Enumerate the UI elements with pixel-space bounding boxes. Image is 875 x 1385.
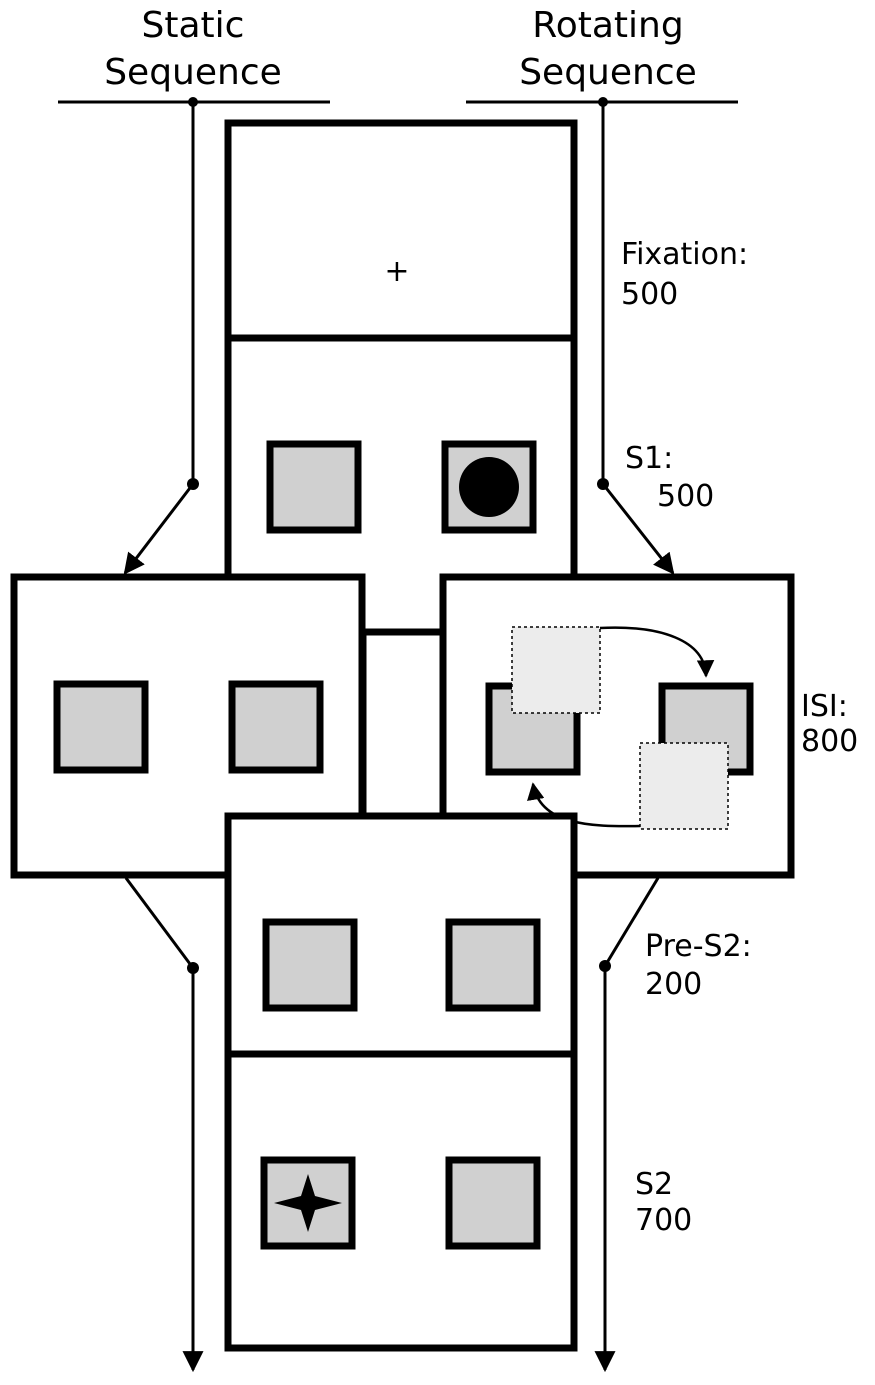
- rotating-ghost-bottom: [639, 742, 729, 830]
- rotating-header-line1: Rotating: [532, 5, 683, 46]
- static-isi-right-square: [228, 680, 324, 774]
- pre-s2-label: Pre-S2:: [645, 929, 752, 964]
- rotating-header-line2: Sequence: [519, 52, 697, 93]
- fixation-duration: 500: [621, 277, 678, 312]
- rotation-arrow-top: [599, 626, 715, 678]
- rotating-timeline: [594, 97, 675, 1373]
- s1-label: S1:: [625, 441, 673, 476]
- rotating-ghost-top: [511, 626, 601, 714]
- s1-duration: 500: [657, 479, 714, 514]
- s2-duration: 700: [635, 1203, 692, 1238]
- pre-s2-duration: 200: [645, 967, 702, 1002]
- static-isi-left-square: [53, 680, 149, 774]
- static-timeline: [123, 97, 204, 1373]
- s2-right-square: [445, 1156, 541, 1250]
- isi-duration: 800: [801, 724, 858, 759]
- s2-target-star: [274, 1174, 342, 1232]
- s2-label: S2: [635, 1167, 673, 1202]
- static-header-line2: Sequence: [104, 52, 282, 93]
- static-header-line1: Static: [142, 5, 245, 46]
- fixation-cross: +: [384, 254, 409, 289]
- isi-label: ISI:: [801, 689, 848, 724]
- s1-left-square: [266, 440, 362, 534]
- pre-s2-right-square: [445, 918, 541, 1012]
- fixation-label: Fixation:: [621, 237, 748, 272]
- pre-s2-left-square: [262, 918, 358, 1012]
- s1-target-disc: [459, 457, 519, 517]
- fixation-frame: [224, 119, 578, 342]
- isi-center-frame: [359, 628, 447, 826]
